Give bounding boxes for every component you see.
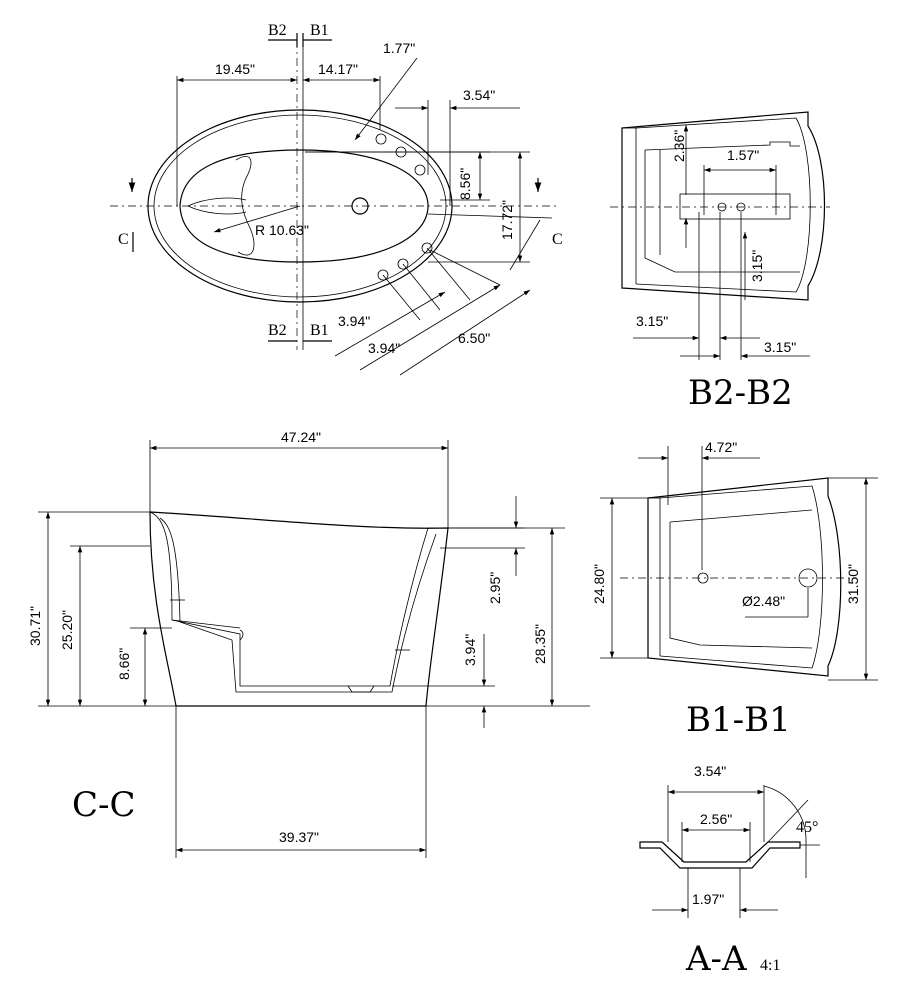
aa-dim-mid: 2.56" [700, 811, 732, 827]
b2-dim-top: 2.36" [671, 130, 687, 162]
section-tag-b2-top: B2 [268, 22, 287, 39]
dim-radius: R 10.63" [255, 222, 309, 238]
cc-dim-base-width: 39.37" [279, 829, 319, 845]
cc-dim-right-top: 2.95" [487, 572, 503, 604]
b1-view-title: B1-B1 [686, 700, 791, 740]
aa-dim-inner: 1.97" [692, 891, 724, 907]
dim-right-width: 14.17" [318, 61, 358, 77]
aa-flange-profile [639, 841, 801, 869]
dim-bottom-a: 3.94" [338, 313, 370, 329]
headrest-contour [187, 197, 247, 215]
aa-dim-angle: 45° [796, 819, 818, 836]
b2-outer-profile [621, 111, 826, 301]
jet-holes [375, 133, 433, 281]
cc-dim-total-height: 30.71" [27, 606, 43, 646]
b2-drain-pipe [679, 193, 791, 220]
dim-bottom-c: 6.50" [458, 330, 490, 346]
aa-dim-outer: 3.54" [694, 763, 726, 779]
aa-view-scale: 4:1 [760, 957, 780, 974]
section-tag-b2-bottom: B2 [268, 322, 287, 339]
b2-dim-width: 1.57" [727, 147, 759, 163]
backrest-contour [235, 155, 255, 256]
b1-dim-top: 4.72" [705, 439, 737, 455]
section-b1-view: 4.72" 24.80" 31.50" Ø2.48" B1-B1 [591, 439, 878, 740]
section-tag-b1-top: B1 [310, 22, 329, 39]
b2-view-title: B2-B2 [688, 373, 793, 413]
jet-hole [414, 164, 426, 176]
cc-dim-right-height: 28.35" [532, 624, 548, 664]
dim-outer-height: 17.72" [499, 200, 515, 240]
b2-dim-right: 3.15" [764, 339, 796, 355]
b1-dim-outer: 31.50" [845, 564, 861, 604]
cc-dim-right-low: 3.94" [462, 634, 478, 666]
b1-outer-profile [647, 477, 842, 677]
cc-dim-seat-height: 25.20" [59, 610, 75, 650]
jet-hole [421, 242, 433, 254]
cc-dim-top-width: 47.24" [281, 429, 321, 445]
dim-bottom-b: 3.94" [368, 340, 400, 356]
section-cc-view: 47.24" 30.71" 25.20" 8.66" 2.95" 28.35" … [27, 429, 590, 858]
b1-dim-inner: 24.80" [591, 564, 607, 604]
dim-inner-height: 8.56" [457, 168, 473, 200]
section-tag-b1-bottom: B1 [310, 322, 329, 339]
cc-outer-shell [149, 511, 449, 707]
section-b2-view: 2.36" 1.57" 3.15" 3.15" 3.15" B2-B2 [610, 111, 830, 413]
section-tag-c-right: C [552, 231, 563, 248]
dim-left-width: 19.45" [215, 61, 255, 77]
b2-dim-height: 3.15" [749, 250, 765, 282]
aa-view-title: A-A [685, 939, 747, 979]
section-tag-c-left: C [118, 231, 129, 248]
b2-dim-left: 3.15" [636, 313, 668, 329]
cc-dim-step-height: 8.66" [116, 648, 132, 680]
jet-hole [375, 133, 387, 145]
dim-hole-offset: 3.54" [463, 87, 495, 103]
jet-hole [397, 258, 409, 270]
section-aa-view: 3.54" 2.56" 1.97" 45° A-A 4:1 [639, 763, 820, 979]
jet-hole [377, 269, 389, 281]
plan-view: B2 B1 B2 B1 C C 19.45" 14.17" 1.77" 3.54… [110, 22, 563, 376]
b1-drain-circle [798, 568, 818, 588]
b1-dim-drain: Ø2.48" [742, 593, 785, 609]
cc-view-title: C-C [72, 785, 136, 825]
dim-hole-spacing-top: 1.77" [383, 40, 415, 56]
